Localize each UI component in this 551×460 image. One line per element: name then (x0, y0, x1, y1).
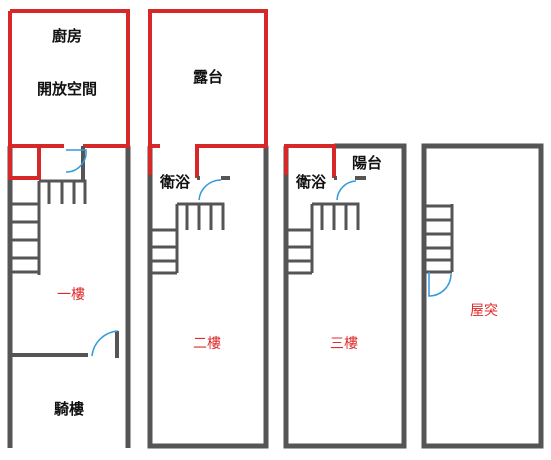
second-floor-outer-wall (147, 146, 269, 449)
roof-outer-wall (421, 143, 544, 449)
third-floor-outer-wall (283, 143, 407, 449)
second-floor-plan: 露台 衛浴 二樓 (147, 9, 269, 449)
third-floor-stairs (286, 202, 360, 275)
first-floor-door-swing (65, 149, 87, 173)
second-floor-stairs (150, 202, 225, 275)
third-floor-bathroom-label: 衛浴 (295, 173, 327, 191)
first-floor-label: 一樓 (57, 287, 85, 303)
balcony-label: 陽台 (352, 154, 382, 172)
third-floor-plan: 衛浴 陽台 三樓 (283, 143, 407, 449)
terrace-label: 露台 (193, 68, 223, 86)
third-floor-label: 三樓 (330, 336, 358, 352)
roof-plan: 屋突 (421, 143, 544, 449)
second-floor-label: 二樓 (193, 336, 221, 352)
roof-door-swing (428, 272, 452, 297)
third-floor-bath-red-room (284, 144, 336, 178)
second-floor-bathroom-label: 衛浴 (159, 173, 191, 191)
third-floor-door-swing (336, 180, 357, 201)
first-floor-plan: 廚房 開放空間 一樓 騎樓 (7, 9, 131, 448)
first-floor-inner-wall (81, 146, 85, 180)
terrace-red-room (148, 9, 268, 178)
roof-stairs (424, 204, 454, 274)
first-floor-stairs (10, 179, 87, 275)
second-floor-door-swing (198, 179, 222, 201)
kitchen-label: 廚房 (52, 27, 82, 45)
arcade-label: 騎樓 (54, 400, 84, 418)
roof-label: 屋突 (470, 303, 498, 319)
arcade-door-swing (91, 330, 119, 357)
kitchen-red-room (8, 9, 130, 180)
open-space-label: 開放空間 (37, 80, 97, 98)
